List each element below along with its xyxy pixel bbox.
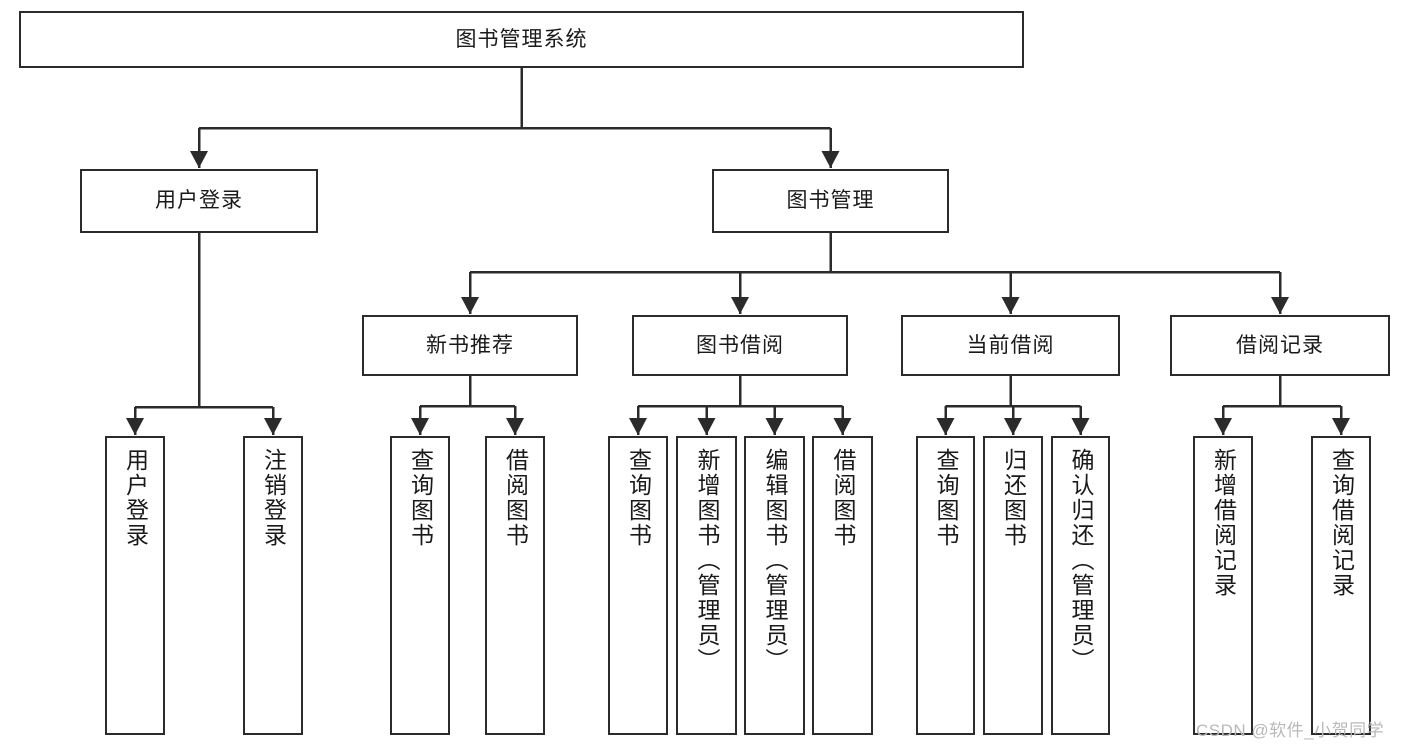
node-label: 新增借阅记录 — [1210, 448, 1237, 598]
node-leaf-1[interactable]: 注销登录 — [243, 436, 303, 735]
node-label: 新书推荐 — [426, 333, 514, 357]
node-level3-1[interactable]: 图书借阅 — [632, 315, 848, 376]
node-label: 借阅记录 — [1236, 333, 1324, 357]
csdn-watermark: CSDN @软件_小贺同学 — [1196, 721, 1385, 740]
node-label: 借阅图书 — [502, 448, 529, 548]
node-leaf-12[interactable]: 查询借阅记录 — [1311, 436, 1371, 735]
node-label: 当前借阅 — [966, 333, 1055, 357]
node-label: 归还图书 — [1000, 448, 1027, 548]
node-leaf-7[interactable]: 借阅图书 — [812, 436, 873, 735]
node-leaf-10[interactable]: 确认归还（管理员） — [1051, 436, 1110, 735]
node-label: 图书管理 — [786, 189, 875, 213]
node-label: 图书管理系统 — [455, 27, 588, 51]
node-leaf-2[interactable]: 查询图书 — [390, 436, 450, 735]
node-level3-2[interactable]: 当前借阅 — [901, 315, 1120, 376]
node-level3-3[interactable]: 借阅记录 — [1170, 315, 1390, 376]
node-root[interactable]: 图书管理系统 — [19, 11, 1024, 68]
node-leaf-0[interactable]: 用户登录 — [105, 436, 165, 735]
node-label: 查询图书 — [407, 448, 434, 548]
node-label: 编辑图书（管理员） — [762, 448, 789, 673]
node-leaf-6[interactable]: 编辑图书（管理员） — [744, 436, 805, 735]
node-label: 查询借阅记录 — [1328, 448, 1355, 598]
node-label: 用户登录 — [155, 189, 243, 213]
node-label: 新增图书（管理员） — [694, 448, 721, 673]
node-label: 用户登录 — [122, 448, 149, 548]
node-label: 查询图书 — [625, 448, 652, 548]
node-level2-1[interactable]: 图书管理 — [712, 169, 949, 233]
node-label: 图书借阅 — [696, 333, 784, 357]
node-leaf-5[interactable]: 新增图书（管理员） — [676, 436, 737, 735]
node-leaf-3[interactable]: 借阅图书 — [485, 436, 545, 735]
node-leaf-9[interactable]: 归还图书 — [983, 436, 1043, 735]
node-label: 注销登录 — [260, 448, 287, 548]
node-label: 借阅图书 — [830, 448, 857, 548]
node-label: 查询图书 — [933, 448, 960, 548]
node-level3-0[interactable]: 新书推荐 — [362, 315, 578, 376]
node-leaf-8[interactable]: 查询图书 — [916, 436, 975, 735]
node-label: 确认归还（管理员） — [1068, 448, 1095, 673]
node-leaf-11[interactable]: 新增借阅记录 — [1193, 436, 1253, 735]
node-leaf-4[interactable]: 查询图书 — [608, 436, 668, 735]
node-level2-0[interactable]: 用户登录 — [80, 169, 318, 233]
